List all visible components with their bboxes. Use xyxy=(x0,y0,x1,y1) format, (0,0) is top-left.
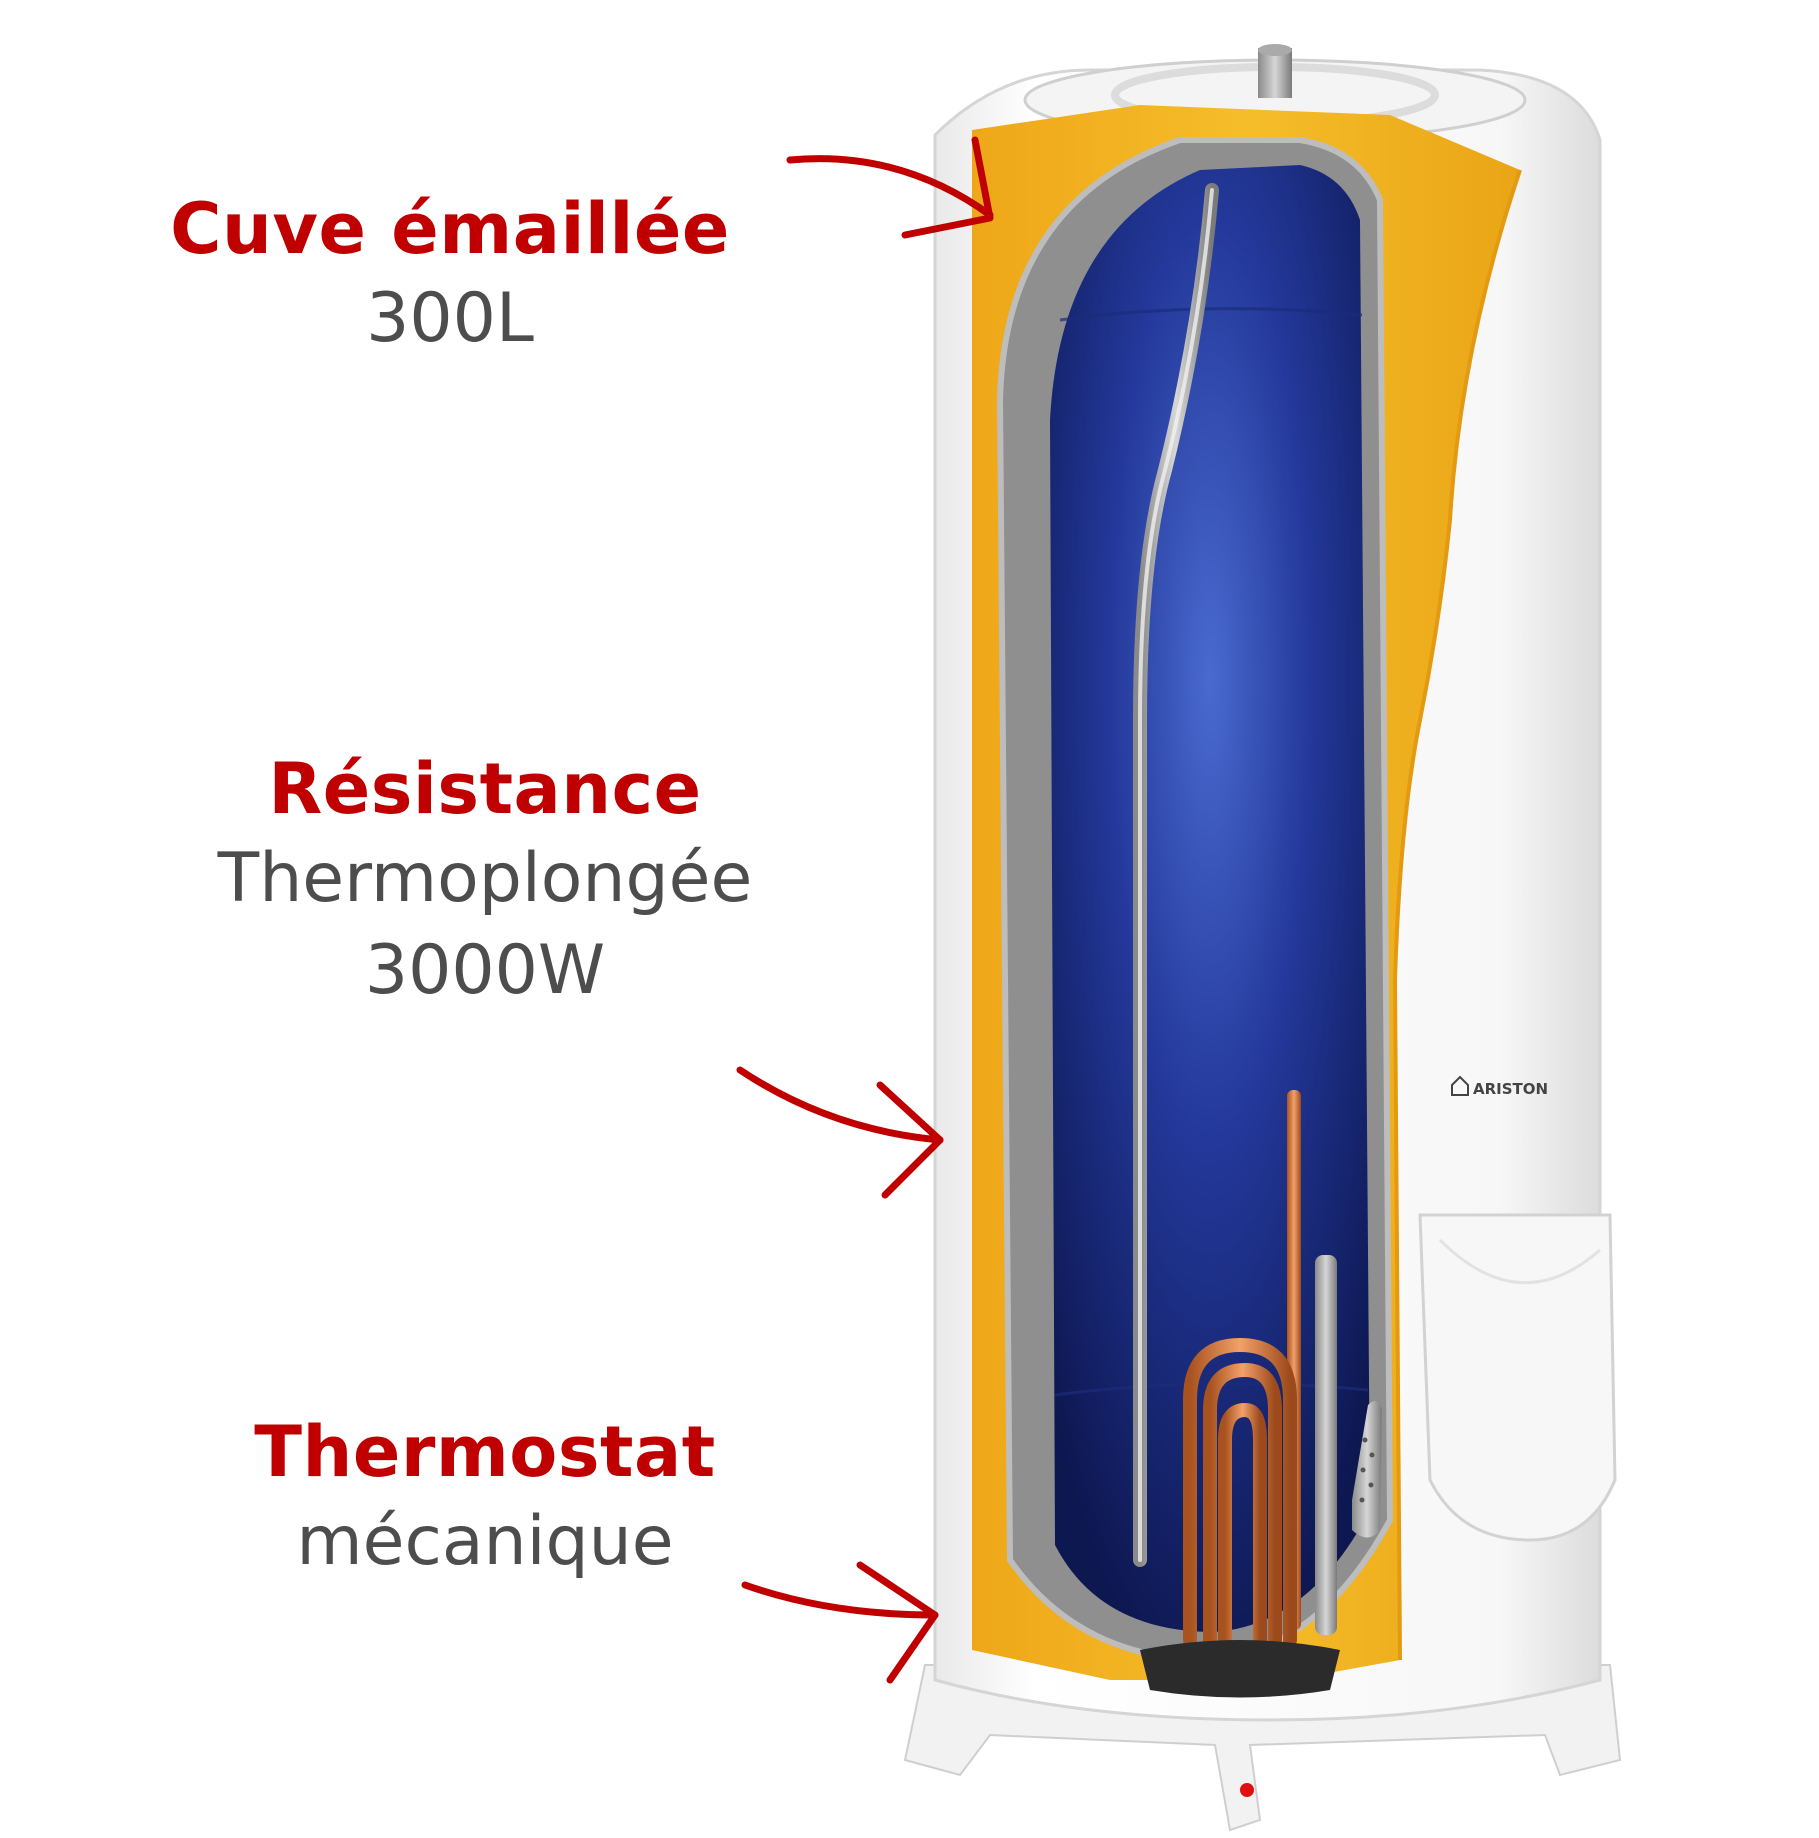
thermostat-type: mécanique xyxy=(296,1502,674,1581)
resistance-arrow xyxy=(736,1066,944,1199)
heating-element xyxy=(1183,1337,1297,1647)
callout-arrows xyxy=(736,136,994,1684)
ariston-logo: ARISTON xyxy=(1451,1075,1548,1098)
tank-capacity: 300L xyxy=(366,279,534,358)
tank-arrow xyxy=(786,136,994,239)
resistance-power: 3000W xyxy=(364,931,606,1010)
callout-thermostat: Thermostat mécanique xyxy=(165,1408,805,1588)
outlet-pipe xyxy=(1258,48,1292,98)
thermostat-cover xyxy=(1418,1213,1617,1542)
resistance-type: Thermoplongée xyxy=(217,839,753,918)
callout-tank: Cuve émaillée 300L xyxy=(130,185,770,365)
house-icon xyxy=(1451,1075,1469,1096)
tank-heading: Cuve émaillée xyxy=(170,188,730,270)
thermostat-heading: Thermostat xyxy=(254,1411,716,1493)
anode-rod xyxy=(1315,1255,1337,1635)
element-flange xyxy=(1140,1640,1340,1698)
thermostat-arrow xyxy=(741,1561,939,1684)
resistance-heading: Résistance xyxy=(268,748,702,830)
callout-resistance: Résistance Thermoplongée 3000W xyxy=(165,745,805,1017)
cold-water-inlet xyxy=(1352,1401,1382,1538)
indicator-light-icon xyxy=(1240,1783,1254,1797)
brand-name: ARISTON xyxy=(1473,1080,1548,1098)
